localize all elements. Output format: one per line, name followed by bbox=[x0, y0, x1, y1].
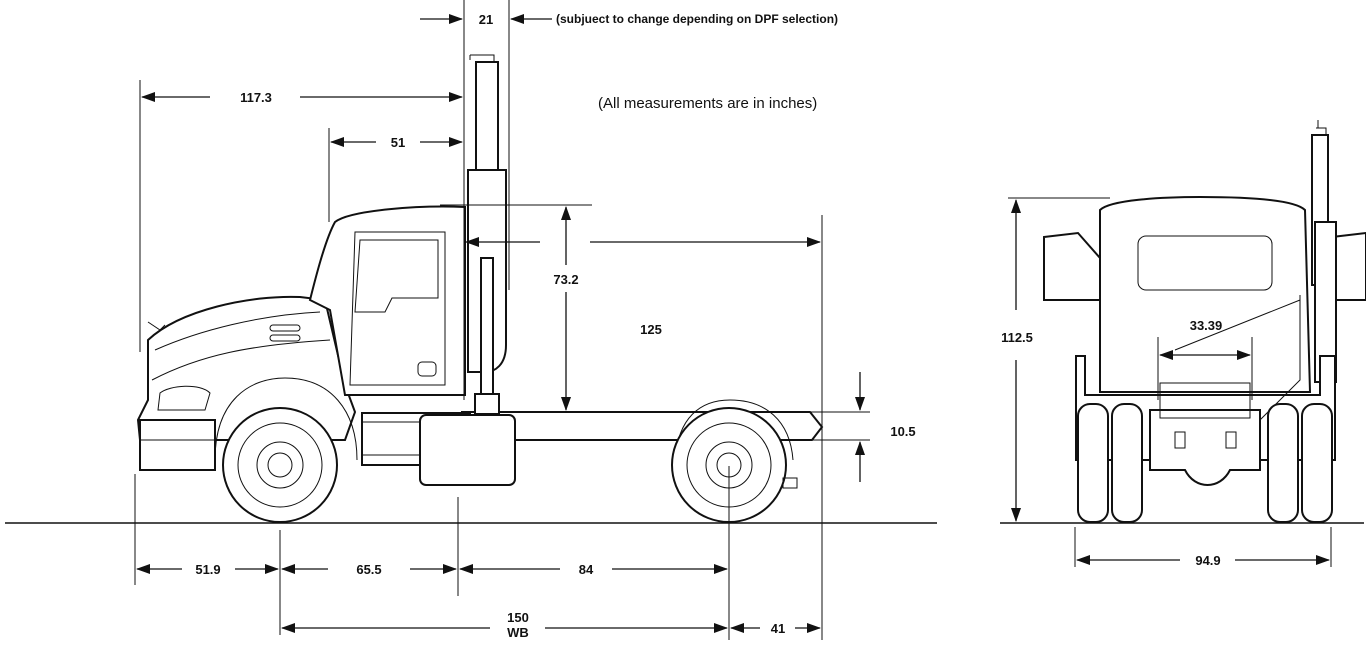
dim-125-label: 125 bbox=[640, 322, 662, 337]
side-view-dimensions bbox=[134, 0, 870, 640]
side-view-truck bbox=[136, 54, 824, 523]
dim-exhaust-width-label: 21 bbox=[479, 12, 493, 27]
dim-overall-width-label: 94.9 bbox=[1195, 553, 1220, 568]
dim-front-overhang-label: 51.9 bbox=[195, 562, 220, 577]
dim-cab-length-label: 51 bbox=[391, 135, 405, 150]
dim-front-axle-to-cab-label: 65.5 bbox=[356, 562, 381, 577]
rear-view-truck bbox=[1043, 120, 1366, 523]
rear-view-dimensions bbox=[1008, 197, 1332, 567]
dim-cab-to-rear-axle-label: 84 bbox=[579, 562, 594, 577]
units-caption: (All measurements are in inches) bbox=[598, 95, 817, 112]
dim-rear-overhang-label: 41 bbox=[771, 621, 785, 636]
dim-frame-height-label: 10.5 bbox=[890, 424, 915, 439]
dim-rear-height-label: 112.5 bbox=[1001, 330, 1033, 345]
dpf-note: (subjuect to change depending on DPF sel… bbox=[556, 12, 838, 26]
dim-cab-height-label: 73.2 bbox=[553, 272, 578, 287]
dim-wheelbase-value: 150 bbox=[507, 610, 529, 625]
dim-bumper-to-back-of-cab-label: 117.3 bbox=[240, 90, 272, 105]
dim-frame-width-label: 33.39 bbox=[1190, 318, 1223, 333]
dim-wheelbase-label: WB bbox=[507, 625, 529, 640]
